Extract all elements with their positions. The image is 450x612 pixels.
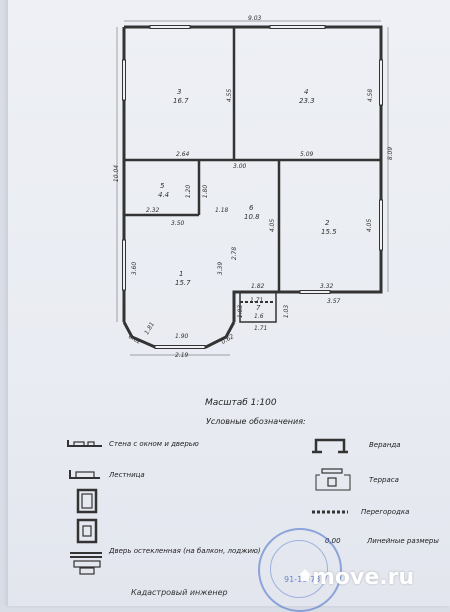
room-5-number: 5 [160,182,165,190]
room-2-area: 15.5 [321,228,337,236]
watermark: move.ru [312,565,415,590]
dim-509: 5.09 [300,151,314,158]
legend-dimensions-label: Линейные размеры [367,537,439,545]
room-4-number: 4 [304,88,309,96]
dim-171a: 1.71 [250,297,264,304]
engineer-label: Кадастровый инженер [131,588,228,597]
house-icon [299,569,311,581]
room-3-number: 3 [177,88,182,96]
room-7-area: 1.6 [254,313,264,320]
dim-264: 2.64 [176,151,190,158]
stamp-inner [270,540,328,598]
dim-190: 1.90 [175,333,189,340]
legend-stairs-label: Лестница [109,471,145,479]
scale-label: Масштаб 1:100 [205,398,277,408]
legend-veranda-label: Веранда [369,441,401,449]
room-4-area: 23.3 [299,97,315,105]
room-5-area: 4.4 [158,191,170,199]
dim-171b: 1.71 [254,325,268,332]
room-3-area: 16.7 [173,97,189,105]
dim-357: 3.57 [327,298,341,305]
room-7-number: 7 [256,304,261,312]
legend-zero-label: 0,00 [325,537,341,545]
legend-wall-label: Стена с окном и дверью [109,440,199,448]
dim-332: 3.32 [320,283,334,290]
dim-300: 3.00 [233,163,247,170]
room-1-area: 15.7 [175,279,191,287]
dim-118: 1.18 [215,207,229,214]
dim-top: 9.03 [248,15,262,22]
room-1-number: 1 [179,270,184,278]
dim-350: 3.50 [171,220,185,227]
dim-182: 1.82 [251,283,265,290]
legend-glazed-door-label: Дверь остекленная (на балкон, лоджию) [109,547,261,555]
dim-232: 2.32 [146,207,160,214]
room-6-number: 6 [249,204,254,212]
room-2-number: 2 [325,219,330,227]
legend-terrace-label: Терраса [369,476,399,484]
legend-partition-label: Перегородка [361,508,410,516]
dim-219: 2.19 [175,352,189,359]
room-6-area: 10.8 [244,213,260,221]
legend-title: Условные обозначения: [206,417,306,426]
